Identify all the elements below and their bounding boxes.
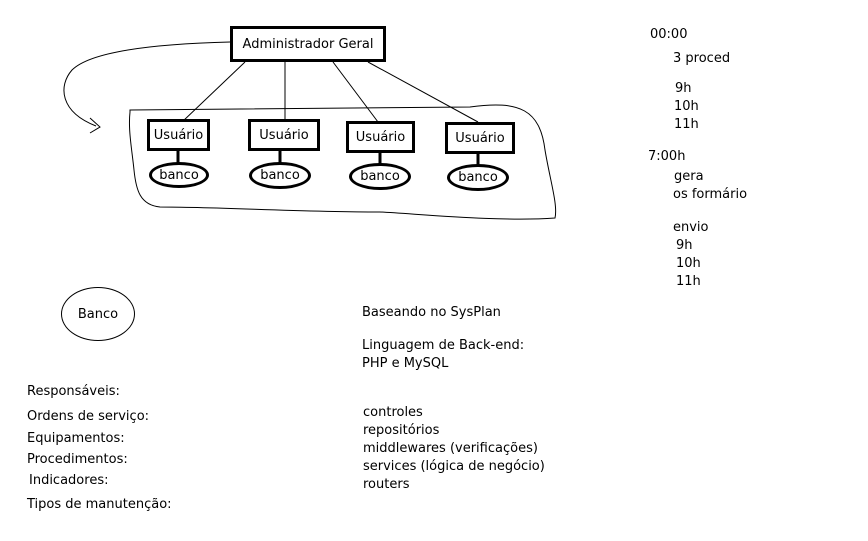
admin-box: Administrador Geral [230, 26, 386, 62]
user-label: Usuário [455, 130, 505, 146]
user-label: Usuário [259, 127, 309, 143]
user-db-oval-3: banco [349, 163, 411, 190]
schedule-first-desc: 3 proced [673, 51, 731, 66]
user-label: Usuário [153, 127, 204, 143]
schedule-second-hour: 11h [676, 274, 701, 289]
user-label: Usuário [355, 129, 406, 145]
user-box-1: Usuário [147, 119, 210, 151]
entity-item: Equipamentos: [27, 431, 125, 446]
users-group-boundary [129, 104, 557, 220]
schedule-second-time: 7:00h [648, 149, 686, 164]
admin-label: Administrador Geral [242, 36, 374, 52]
standalone-db-label: Banco [77, 306, 119, 322]
schedule-first-hour: 11h [674, 117, 699, 132]
schedule-first-time: 00:00 [650, 27, 688, 42]
schedule-second-desc: envio [673, 220, 709, 235]
entity-item: Procedimentos: [27, 452, 128, 467]
db-label: banco [159, 167, 199, 183]
db-label: banco [360, 169, 400, 184]
user-box-3: Usuário [346, 121, 415, 153]
schedule-first-hour: 9h [675, 81, 692, 96]
layer-item: routers [363, 477, 410, 492]
schedule-second-desc: os formário [673, 187, 748, 202]
user-box-4: Usuário [445, 122, 515, 154]
user-db-oval-4: banco [447, 164, 509, 191]
schedule-second-desc: gera [674, 169, 704, 184]
layer-item: services (lógica de negócio) [363, 459, 545, 474]
backend-title: Linguagem de Back-end: [362, 338, 525, 353]
schedule-second-hour: 9h [676, 238, 693, 253]
user-box-2: Usuário [248, 119, 320, 151]
return-arrow [63, 41, 231, 127]
db-label: banco [260, 168, 300, 183]
admin-to-user-1-line [181, 61, 246, 123]
standalone-db-oval: Banco [61, 287, 135, 341]
layer-item: repositórios [363, 423, 440, 438]
entity-item: Ordens de serviço: [27, 409, 150, 424]
entity-item: Tipos de manutenção: [27, 497, 172, 512]
layer-item: middlewares (verificações) [363, 441, 538, 456]
based-on-note: Baseando no SysPlan [362, 305, 501, 320]
schedule-first-hour: 10h [674, 99, 699, 114]
layer-item: controles [363, 405, 423, 420]
return-arrowhead [89, 117, 101, 134]
entity-item: Responsáveis: [27, 384, 120, 399]
admin-to-user-3-line [332, 61, 379, 123]
schedule-second-hour: 10h [676, 256, 701, 271]
entity-item: Indicadores: [29, 473, 109, 488]
db-label: banco [458, 170, 498, 185]
backend-value: PHP e MySQL [362, 356, 449, 371]
admin-to-user-4-line [367, 61, 479, 123]
user-db-oval-1: banco [149, 162, 209, 188]
user-db-oval-2: banco [249, 162, 311, 189]
